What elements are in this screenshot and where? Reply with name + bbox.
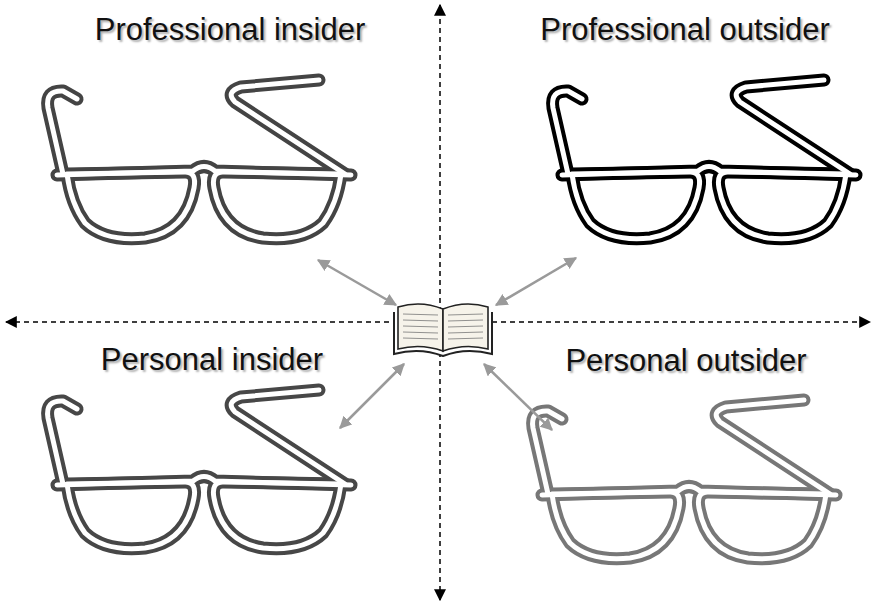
- glasses-icon: [48, 390, 351, 549]
- glasses-icon: [48, 80, 351, 239]
- book-icon: [394, 304, 492, 356]
- double-arrow: [484, 364, 552, 430]
- quadrant-label: Personal outsider: [565, 343, 806, 379]
- quadrant-label: Personal insider: [101, 342, 323, 378]
- double-arrow: [496, 258, 576, 305]
- glasses-icon: [553, 80, 856, 239]
- vertical-axis: [439, 5, 441, 600]
- quadrant-label: Professional insider: [95, 12, 366, 48]
- double-arrow: [318, 260, 396, 305]
- glasses-icon: [533, 400, 836, 559]
- quadrant-label: Professional outsider: [540, 12, 830, 48]
- double-arrow: [340, 364, 404, 428]
